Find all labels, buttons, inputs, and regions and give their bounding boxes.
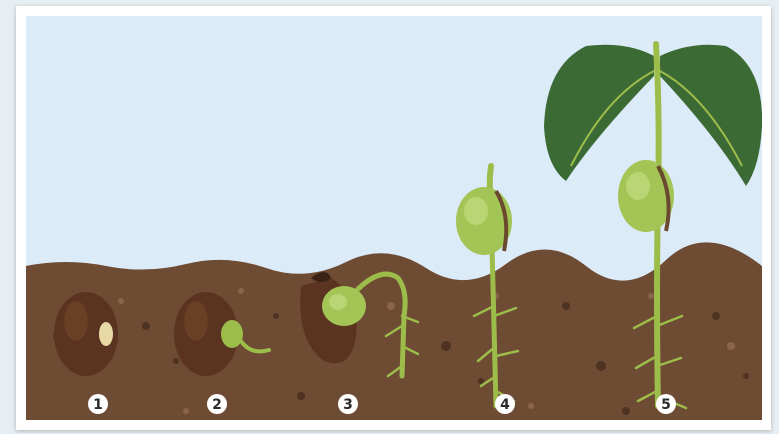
- stage-number-3: 3: [343, 397, 353, 413]
- stage-number-4: 4: [500, 397, 510, 413]
- stage-1-seed: [54, 292, 118, 376]
- stage-number-5: 5: [661, 397, 671, 413]
- illustration-frame: 1 2 3 4 5: [16, 6, 771, 430]
- stage-badge-5: 5: [656, 394, 676, 414]
- stage-number-2: 2: [212, 397, 222, 413]
- stage-badge-2: 2: [207, 394, 227, 414]
- bean-germination-illustration: 1 2 3 4 5: [26, 16, 762, 420]
- stage-badge-4: 4: [495, 394, 515, 414]
- stage-badge-1: 1: [88, 394, 108, 414]
- stage-badge-3: 3: [338, 394, 358, 414]
- stage-number-1: 1: [93, 397, 103, 413]
